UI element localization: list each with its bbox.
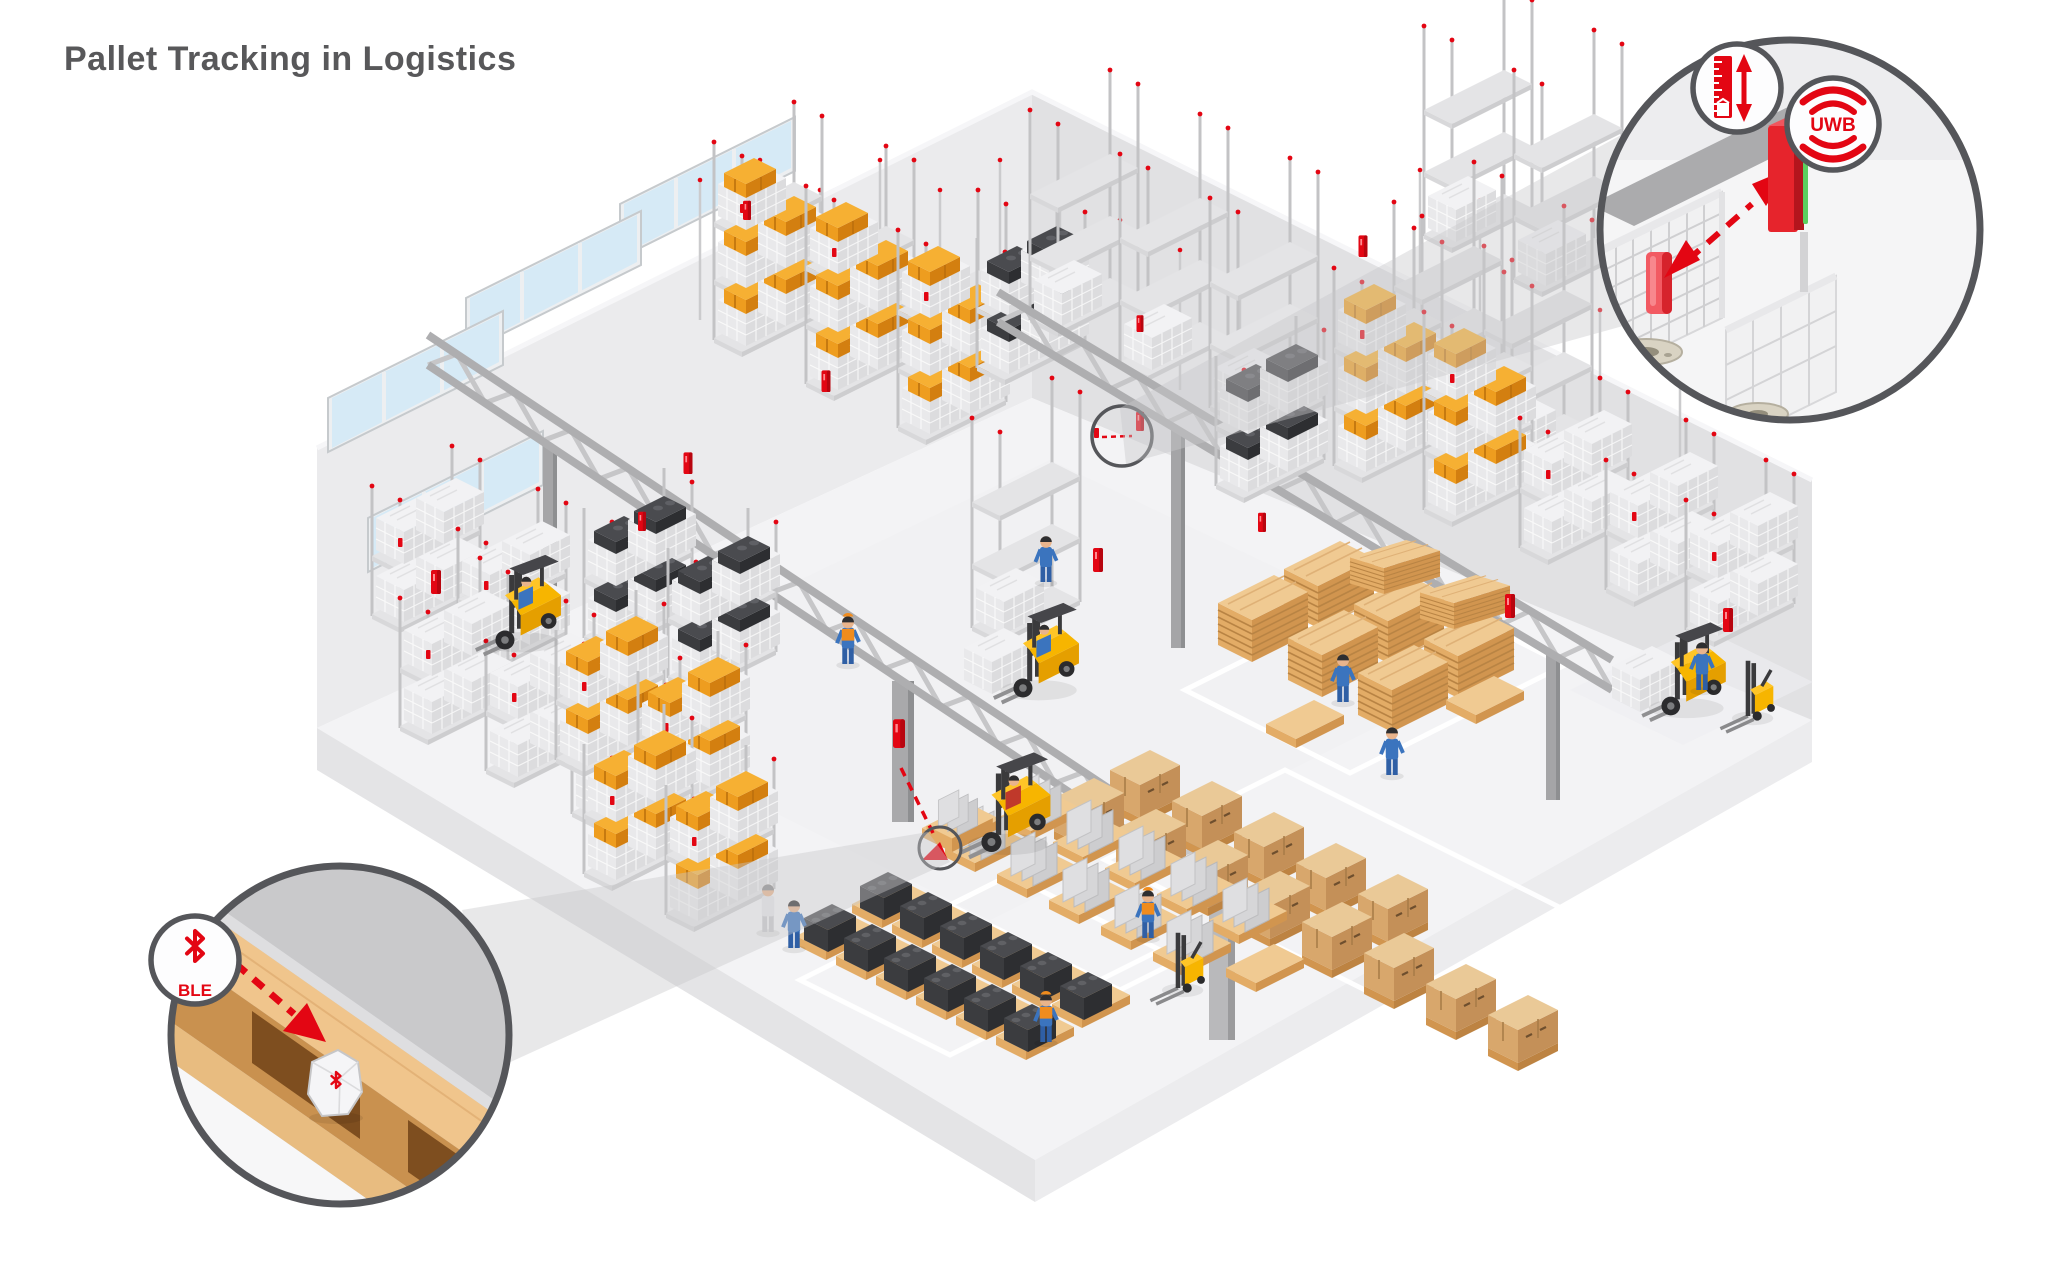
uwb-anchor-icon <box>1505 594 1515 618</box>
uwb-anchor-icon <box>683 452 693 474</box>
uwb-anchor-icon <box>821 370 831 392</box>
uwb-anchor-icon <box>638 511 646 531</box>
bluetooth-icon <box>185 929 205 963</box>
uwb-anchor-icon <box>893 719 905 748</box>
uwb-anchor-icon <box>743 200 751 220</box>
uwb-anchor-icon <box>1136 315 1144 332</box>
uwb-anchor-icon <box>1258 512 1266 532</box>
wall-top-edge <box>315 89 1814 483</box>
anchor-led <box>1803 146 1808 224</box>
arrow-head <box>922 842 948 860</box>
zoom-beam <box>462 832 950 1064</box>
arrow-head <box>283 1003 326 1042</box>
highlight-circle <box>1090 404 1154 468</box>
height-ruler-icon <box>1690 41 1784 135</box>
ble-callout: BLE <box>148 862 513 1208</box>
uwb-callout: UWB <box>1596 36 1984 424</box>
uwb-signal-icon: UWB <box>1784 75 1882 173</box>
bluetooth-icon <box>330 1070 342 1090</box>
uwb-label: UWB <box>1810 115 1855 136</box>
highlight-ble-link <box>899 767 963 871</box>
pallet-tag-device <box>1646 252 1672 314</box>
page-title: Pallet Tracking in Logistics <box>64 40 517 78</box>
ble-beacon-icon <box>306 1048 364 1118</box>
callout-circle <box>1596 36 1984 424</box>
uwb-anchor-icon <box>1093 548 1103 572</box>
uwb-anchor-device <box>1768 112 1808 292</box>
uwb-anchor-icon <box>431 570 441 594</box>
uwb-anchor-icon <box>1723 608 1733 632</box>
arrow-head <box>1664 240 1700 278</box>
highlight-uwb-link <box>1090 404 1154 468</box>
ble-label: BLE <box>178 981 212 1000</box>
highlight-circle <box>917 825 963 871</box>
uwb-anchor-icon <box>1358 235 1368 257</box>
window-strip <box>327 309 504 454</box>
zoom-beam <box>1120 134 1623 464</box>
callout-circle <box>167 862 513 1208</box>
ble-icon-circle: BLE <box>148 913 242 1007</box>
pallet-tag-icon <box>1094 428 1099 438</box>
